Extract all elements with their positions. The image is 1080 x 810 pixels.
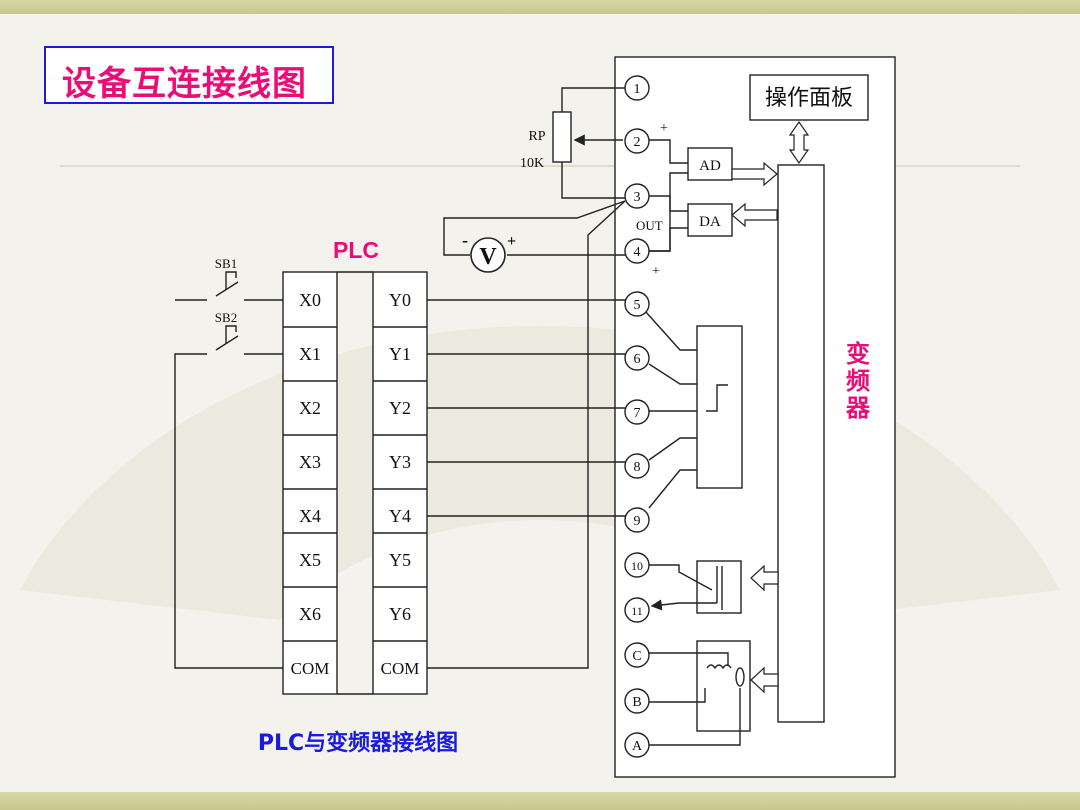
title-box: 设备互连接线图 — [44, 46, 334, 104]
out-label: OUT — [636, 218, 663, 233]
terminal-c-label: C — [632, 649, 641, 664]
terminal-10-label: 10 — [631, 559, 643, 573]
potentiometer-wiring — [443, 87, 626, 256]
bus-arrows — [731, 120, 810, 694]
da-box — [687, 203, 733, 237]
plc-input-column — [282, 271, 338, 695]
terminal-4-label: 4 — [634, 245, 641, 260]
plc-output-y5: Y5 — [389, 550, 411, 570]
plc-output-y4: Y4 — [389, 506, 411, 526]
page-title: 设备互连接线图 — [62, 64, 307, 104]
plc-input-com: COM — [291, 659, 330, 678]
input-wires — [174, 271, 283, 669]
operation-panel-box — [749, 74, 869, 121]
plc-input-x3: X3 — [299, 452, 321, 472]
voltmeter-symbol: V — [479, 244, 497, 270]
terminal-9-label: 9 — [634, 514, 641, 529]
plc-output-y0: Y0 — [389, 290, 411, 310]
vfd-label-char-1: 变 — [846, 340, 870, 368]
decorative-line — [60, 165, 1020, 167]
voltmeter-plus: + — [507, 233, 516, 250]
terminal-1-label: 1 — [634, 82, 641, 97]
digital-input-wiring — [644, 310, 728, 509]
terminal-a-label: A — [632, 739, 643, 754]
com-to-terminal-3-wire — [427, 200, 626, 669]
plc-output-y1: Y1 — [389, 344, 411, 364]
voltmeter-icon: V - + — [462, 230, 516, 273]
digital-input-block — [696, 325, 743, 489]
terminal-11-label: 11 — [631, 604, 643, 618]
operation-panel-label: 操作面板 — [765, 86, 853, 111]
top-band — [0, 0, 1080, 14]
vfd-label-char-3: 器 — [845, 394, 871, 422]
fault-relay-block — [696, 640, 751, 732]
plc-input-x0: X0 — [299, 290, 321, 310]
ad-box — [687, 147, 733, 181]
vfd-label-char-2: 频 — [846, 367, 870, 395]
terminal-2-plus: + — [660, 121, 668, 136]
plc-output-y6: Y6 — [389, 604, 411, 624]
analog-wiring — [649, 139, 688, 252]
vfd-box — [614, 56, 896, 778]
plc-row-dividers — [283, 326, 427, 642]
plc-input-x4: X4 — [299, 506, 321, 526]
vfd-bus — [777, 164, 825, 723]
terminal-6-label: 6 — [634, 352, 641, 367]
ad-label: AD — [699, 158, 721, 174]
plc-output-y3: Y3 — [389, 452, 411, 472]
relay-block — [696, 560, 742, 614]
da-label: DA — [699, 214, 721, 230]
terminal-5-label: 5 — [634, 298, 641, 313]
terminal-circles — [624, 75, 650, 758]
rp-value-label: 10K — [520, 156, 544, 171]
plc-title: PLC — [333, 237, 379, 263]
rp-label: RP — [528, 129, 545, 144]
plc-input-x2: X2 — [299, 398, 321, 418]
terminal-4-plus: + — [652, 264, 660, 279]
sb1-label: SB1 — [215, 256, 237, 271]
terminal-3-label: 3 — [634, 190, 641, 205]
terminal-7-label: 7 — [634, 406, 641, 421]
terminal-b-label: B — [632, 695, 641, 710]
voltmeter-minus: - — [462, 230, 468, 250]
diagram-caption: PLC与变频器接线图 — [258, 730, 458, 756]
terminal-8-label: 8 — [634, 460, 641, 475]
terminal-2-label: 2 — [634, 135, 641, 150]
plc-input-x6: X6 — [299, 604, 321, 624]
plc-output-com: COM — [381, 659, 420, 678]
plc-input-x1: X1 — [299, 344, 321, 364]
sb2-label: SB2 — [215, 310, 237, 325]
fan-decoration — [20, 325, 1060, 620]
fault-relay-wiring — [649, 652, 745, 746]
plc-input-x5: X5 — [299, 550, 321, 570]
plc-output-column — [372, 271, 428, 695]
plc-output-y2: Y2 — [389, 398, 411, 418]
relay-wiring — [649, 564, 718, 611]
output-wires — [427, 299, 627, 517]
bottom-band — [0, 792, 1080, 810]
